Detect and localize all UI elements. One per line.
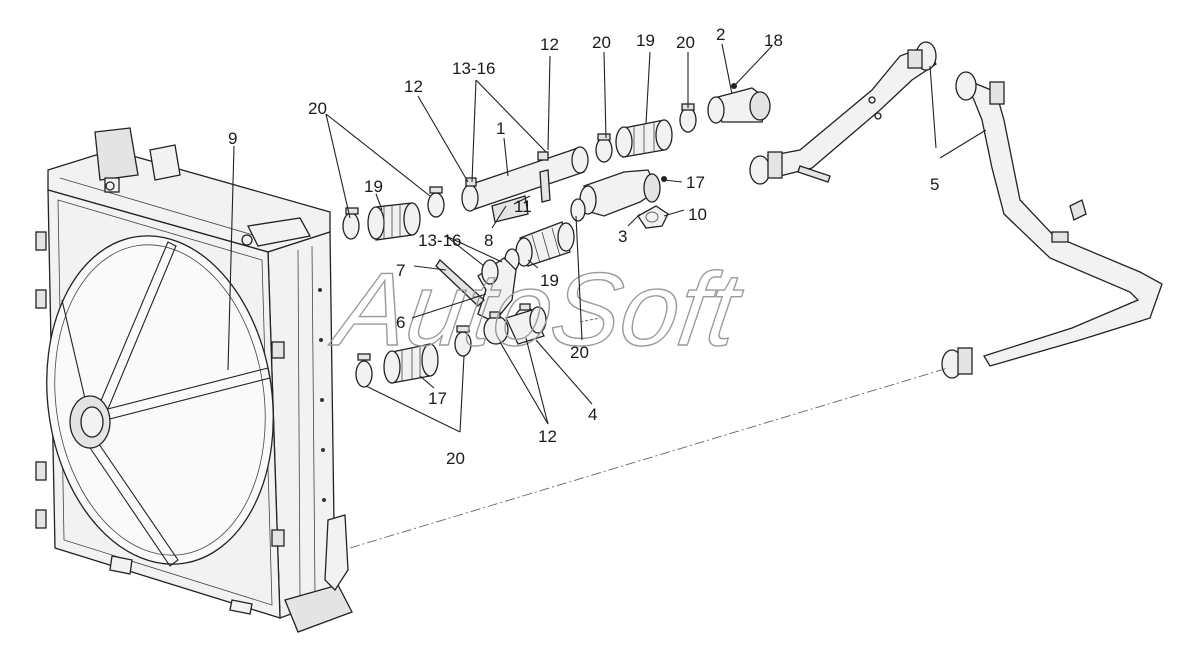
- callout-3: 3: [618, 227, 627, 246]
- clamp-20-lower-mid: [454, 325, 472, 357]
- callout-20-d: 20: [570, 343, 589, 362]
- gasket-10: [637, 205, 669, 229]
- callout-18: 18: [764, 31, 783, 50]
- callout-20-a: 20: [308, 99, 327, 118]
- callout-5: 5: [930, 175, 939, 194]
- callout-17-b: 17: [428, 389, 447, 408]
- callout-6: 6: [396, 313, 405, 332]
- callout-1: 1: [496, 119, 505, 138]
- callout-12-c: 12: [538, 427, 557, 446]
- callout-12-a: 12: [404, 77, 423, 96]
- callout-19-b: 19: [636, 31, 655, 50]
- callout-10: 10: [688, 205, 707, 224]
- callout-13-16-b: 13-16: [418, 231, 461, 250]
- callout-12-b: 12: [540, 35, 559, 54]
- callout-13-16-a: 13-16: [452, 59, 495, 78]
- clamp-20-upper-left: [342, 207, 360, 240]
- pipe-1: [461, 146, 589, 223]
- clamp-20-upper-right-a: [595, 133, 613, 163]
- clamp-20-middle-a: [570, 198, 586, 222]
- callout-20-e: 20: [446, 449, 465, 468]
- assembly-centerline: [349, 367, 949, 549]
- callout-19-a: 19: [364, 177, 383, 196]
- long-pipe-5: [941, 71, 1163, 379]
- elbow-2: [707, 83, 771, 124]
- radiator-assembly: [35, 127, 353, 633]
- hose-17-lower: [383, 343, 439, 384]
- callout-7: 7: [396, 261, 405, 280]
- part-4: [505, 306, 547, 345]
- callout-19-c: 19: [540, 271, 559, 290]
- callout-17-a: 17: [686, 173, 705, 192]
- callout-20-b: 20: [592, 33, 611, 52]
- clamp-20-upper-right-b: [679, 103, 697, 133]
- hose-19-upper-right: [615, 119, 673, 158]
- long-pipe-upper: [749, 41, 937, 185]
- callout-11: 11: [514, 197, 532, 216]
- leader-lines: [227, 43, 987, 433]
- callout-20-c: 20: [676, 33, 695, 52]
- pipe-7: [435, 257, 517, 323]
- small-hose-20-middle: [579, 317, 601, 323]
- watermark-text: AutoSoft: [324, 251, 749, 367]
- clamp-20-lower-left: [355, 353, 373, 388]
- hose-19-upper-left: [367, 202, 421, 241]
- callout-4: 4: [588, 405, 597, 424]
- hose-19-middle: [515, 221, 575, 267]
- clamp-20-upper-mid: [427, 186, 445, 218]
- callout-labels: 9 20 19 12 13-16 1 12 20 19 20 2 18 5 17…: [228, 25, 939, 468]
- callout-9: 9: [228, 129, 237, 148]
- callout-8: 8: [484, 231, 493, 250]
- callout-2: 2: [716, 25, 725, 44]
